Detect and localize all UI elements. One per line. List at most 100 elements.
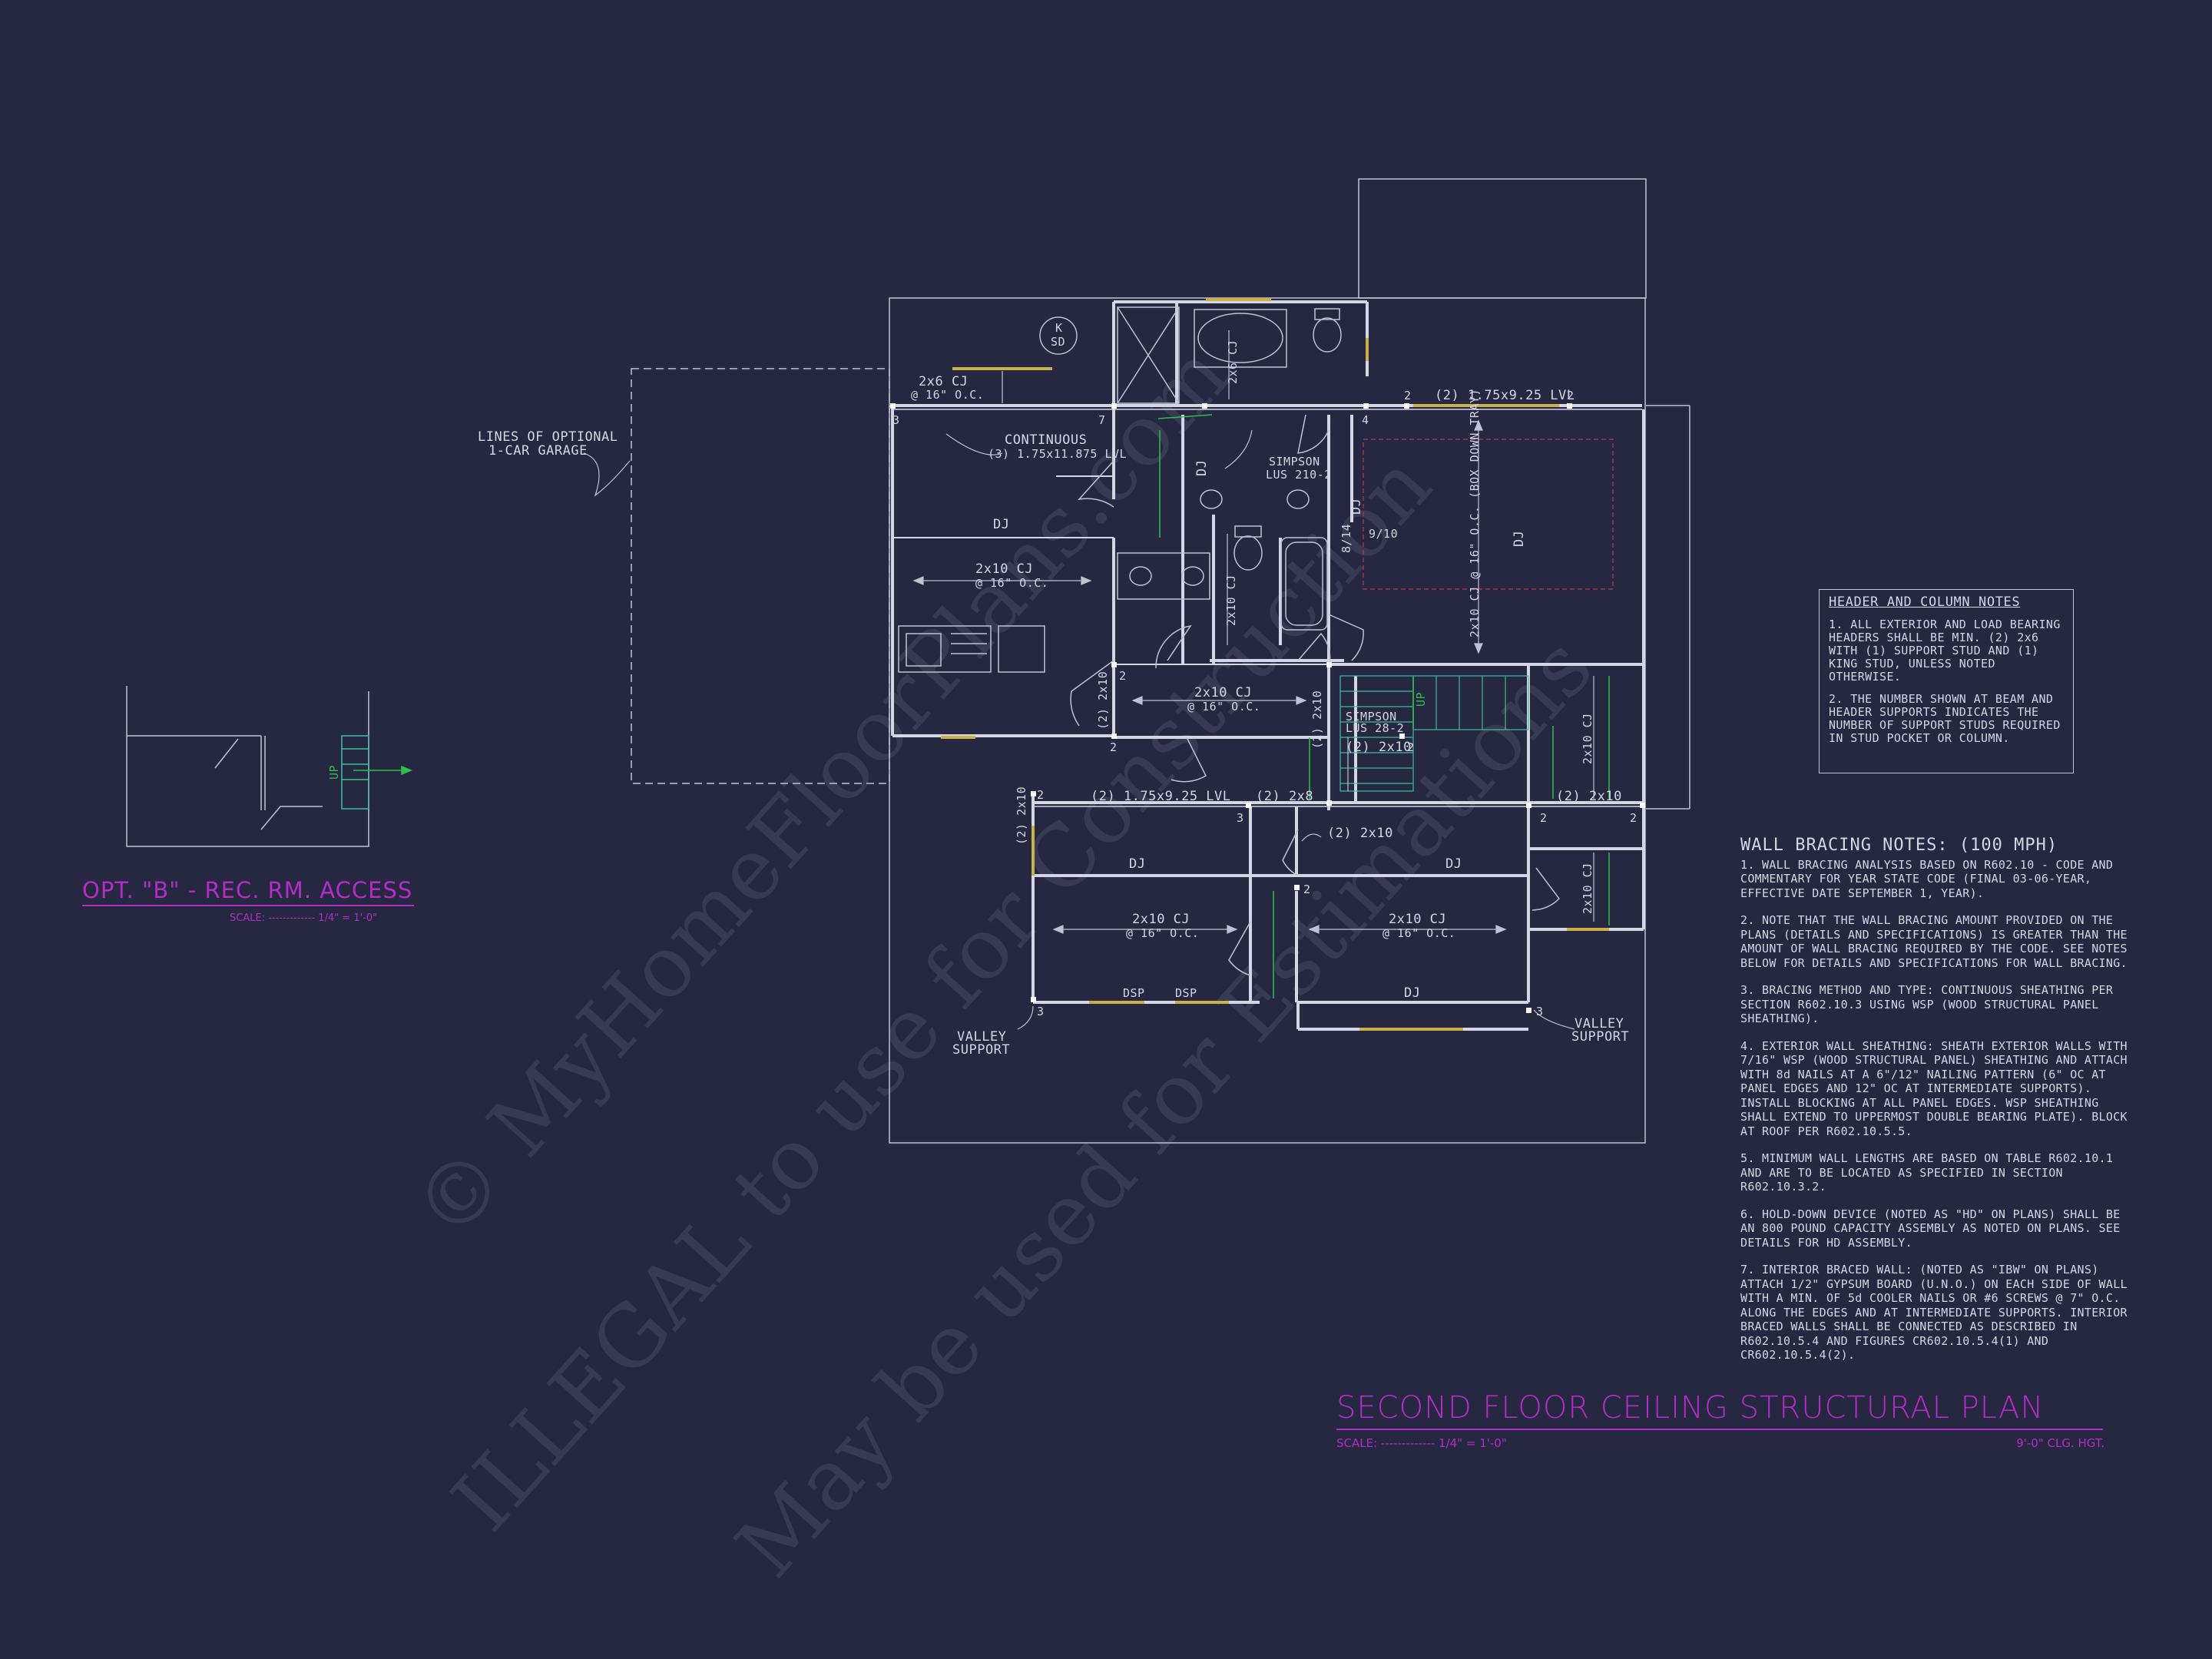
label-simpson-b2: LUS 28-2 xyxy=(1346,721,1404,735)
post-num-6: 2 xyxy=(1119,669,1127,683)
label-two-2x10-2: (2) 2x10 xyxy=(1556,789,1622,804)
label-simpson-1: SIMPSON xyxy=(1269,455,1320,469)
label-dj-2: DJ xyxy=(1194,460,1210,476)
plan-labels: LINES OF OPTIONAL 1-CAR GARAGE 2x6 CJ @ … xyxy=(327,321,1637,1058)
tub xyxy=(1197,313,1283,363)
label-two-2x10-1: (2) 2x10 xyxy=(1346,740,1412,755)
label-dj-3: DJ xyxy=(1349,498,1364,515)
shower xyxy=(1117,306,1180,404)
plan-title-block: SECOND FLOOR CEILING STRUCTURAL PLAN SCA… xyxy=(1336,1390,2104,1450)
sink-1 xyxy=(1129,566,1152,586)
post-num-5: 2 xyxy=(1567,389,1575,402)
label-cj-2x10-vert-2: 2x10 CJ xyxy=(1581,713,1594,764)
label-two-2x10-vert-2: (2) 2x10 xyxy=(1310,690,1324,749)
label-cj-2x10-3: 2x10 CJ xyxy=(1132,912,1190,927)
label-simpson-2: LUS 210-2 xyxy=(1266,468,1332,482)
label-dsp-1: DSP xyxy=(1123,986,1145,1000)
bath-tub xyxy=(1280,537,1328,631)
upper-roof-line xyxy=(1358,178,1647,299)
label-tray: 2x10 CJ @ 16" O.C. (BOX DOWN TRAY) xyxy=(1468,389,1482,637)
label-lvl-top: (2) 1.75x9.25 LVL xyxy=(1435,388,1575,403)
post-num-4: 2 xyxy=(1404,389,1412,402)
label-cj-2x10-4: 2x10 CJ xyxy=(1389,912,1446,927)
post-num-10: 2 xyxy=(1540,811,1548,825)
plan-ceiling-height: 9'-0" CLG. HGT. xyxy=(2016,1436,2104,1450)
wall-bracing-note-4: 4. EXTERIOR WALL SHEATHING: SHEATH EXTER… xyxy=(1740,1038,2128,1138)
wall-bracing-notes: WALL BRACING NOTES: (100 MPH) 1. WALL BR… xyxy=(1740,836,2140,1376)
label-cj-2x10-1: 2x10 CJ xyxy=(975,561,1033,577)
option-b-title: OPT. "B" - REC. RM. ACCESS xyxy=(82,877,413,903)
header-column-notes: HEADER AND COLUMN NOTES 1. ALL EXTERIOR … xyxy=(1819,589,2074,773)
post-num-7: 2 xyxy=(1110,740,1118,754)
post-num-1: 3 xyxy=(892,413,900,427)
label-valley-1a: VALLEY xyxy=(957,1029,1006,1045)
label-cj-2x10-4-oc: @ 16" O.C. xyxy=(1382,926,1455,940)
label-two-2x8: (2) 2x8 xyxy=(1256,789,1313,804)
header-note-1: 1. ALL EXTERIOR AND LOAD BEARING HEADERS… xyxy=(1829,618,2061,684)
label-lvl-mid: (2) 1.75x9.25 LVL xyxy=(1091,789,1231,804)
label-optional-garage-1: LINES OF OPTIONAL xyxy=(478,429,618,445)
plan-title-sub: SCALE: ------------- 1/4" = 1'-0" 9'-0" … xyxy=(1336,1436,2104,1450)
label-ks-k: K xyxy=(1055,321,1063,335)
label-optional-garage-2: 1-CAR GARAGE xyxy=(488,443,588,459)
beam-posts xyxy=(890,403,1645,1013)
option-b-detail xyxy=(126,686,412,847)
label-cj-2x10-vert-1: 2x10 CJ xyxy=(1224,575,1238,626)
label-simpson-b1: SIMPSON xyxy=(1346,710,1397,724)
toilet xyxy=(1313,317,1342,353)
label-dj-4: DJ xyxy=(1512,531,1527,547)
post-num-3: 4 xyxy=(1362,413,1369,427)
wall-bracing-note-3: 3. BRACING METHOD AND TYPE: CONTINUOUS S… xyxy=(1740,983,2114,1025)
header-notes-title: HEADER AND COLUMN NOTES xyxy=(1829,594,2021,610)
label-continuous-1: CONTINUOUS xyxy=(1005,432,1087,448)
wall-bracing-note-2: 2. NOTE THAT THE WALL BRACING AMOUNT PRO… xyxy=(1740,913,2128,970)
wall-bracing-note-5: 5. MINIMUM WALL LENGTHS ARE BASED ON TAB… xyxy=(1740,1151,2114,1194)
post-num-2: 7 xyxy=(1098,413,1106,427)
label-dj-1: DJ xyxy=(993,517,1009,532)
sink-4 xyxy=(1286,489,1310,509)
label-dj-6: DJ xyxy=(1445,856,1462,872)
wall-bracing-note-7: 7. INTERIOR BRACED WALL: (NOTED AS "IBW"… xyxy=(1740,1263,2128,1362)
bearing-lines xyxy=(1157,414,1610,998)
label-cj-2x10-3-oc: @ 16" O.C. xyxy=(1126,926,1199,940)
label-dsp-2: DSP xyxy=(1175,986,1197,1000)
label-cj-2x10-2: 2x10 CJ xyxy=(1194,685,1252,700)
post-num-11: 2 xyxy=(1630,811,1637,825)
label-ks-sd: SD xyxy=(1051,335,1065,349)
leader-lines xyxy=(583,429,1575,1030)
plan-scale: SCALE: ------------- 1/4" = 1'-0" xyxy=(1336,1436,1507,1450)
toilet-2 xyxy=(1233,535,1263,571)
option-b-scale: SCALE: ------------- 1/4" = 1'-0" xyxy=(230,912,378,924)
label-two-2x10-vert-1: (2) 2x10 xyxy=(1096,671,1110,730)
wall-bracing-title: WALL BRACING NOTES: (100 MPH) xyxy=(1740,836,2058,855)
plan-title: SECOND FLOOR CEILING STRUCTURAL PLAN xyxy=(1336,1390,2045,1426)
plan-title-rule xyxy=(1336,1429,2103,1430)
post-num-9: 3 xyxy=(1237,811,1244,825)
windows xyxy=(941,298,1609,1031)
label-cj-2x10-1-oc: @ 16" O.C. xyxy=(975,576,1048,590)
label-valley-2b: SUPPORT xyxy=(1571,1029,1629,1045)
option-b-rule xyxy=(82,905,414,906)
label-two-2x10-3: (2) 2x10 xyxy=(1327,826,1393,841)
label-dj-7: DJ xyxy=(1404,985,1420,1001)
smoke-detector xyxy=(1039,316,1078,355)
option-b-title-block: OPT. "B" - REC. RM. ACCESS SCALE: ------… xyxy=(82,877,420,924)
post-num-8: 2 xyxy=(1037,788,1045,802)
label-height-814: 8/14 xyxy=(1339,524,1353,553)
label-cj-2x10-2-oc: @ 16" O.C. xyxy=(1187,700,1260,714)
doors xyxy=(1070,414,1560,976)
label-dj-5: DJ xyxy=(1129,856,1145,872)
laundry xyxy=(898,625,992,673)
vanity xyxy=(1117,552,1210,600)
dimension-lines xyxy=(912,330,1594,934)
post-num-12: 2 xyxy=(1303,882,1311,896)
fixtures xyxy=(898,306,1342,673)
post-num-15: 2 xyxy=(1407,740,1415,754)
label-continuous-2: (3) 1.75x11.875 LVL xyxy=(988,447,1127,461)
header-note-2: 2. THE NUMBER SHOWN AT BEAM AND HEADER S… xyxy=(1829,692,2061,745)
label-up: UP xyxy=(1414,692,1428,707)
optional-garage-outline xyxy=(631,368,890,784)
label-cj-2x6-oc: @ 16" O.C. xyxy=(911,388,984,402)
post-num-13: 3 xyxy=(1037,1005,1045,1018)
